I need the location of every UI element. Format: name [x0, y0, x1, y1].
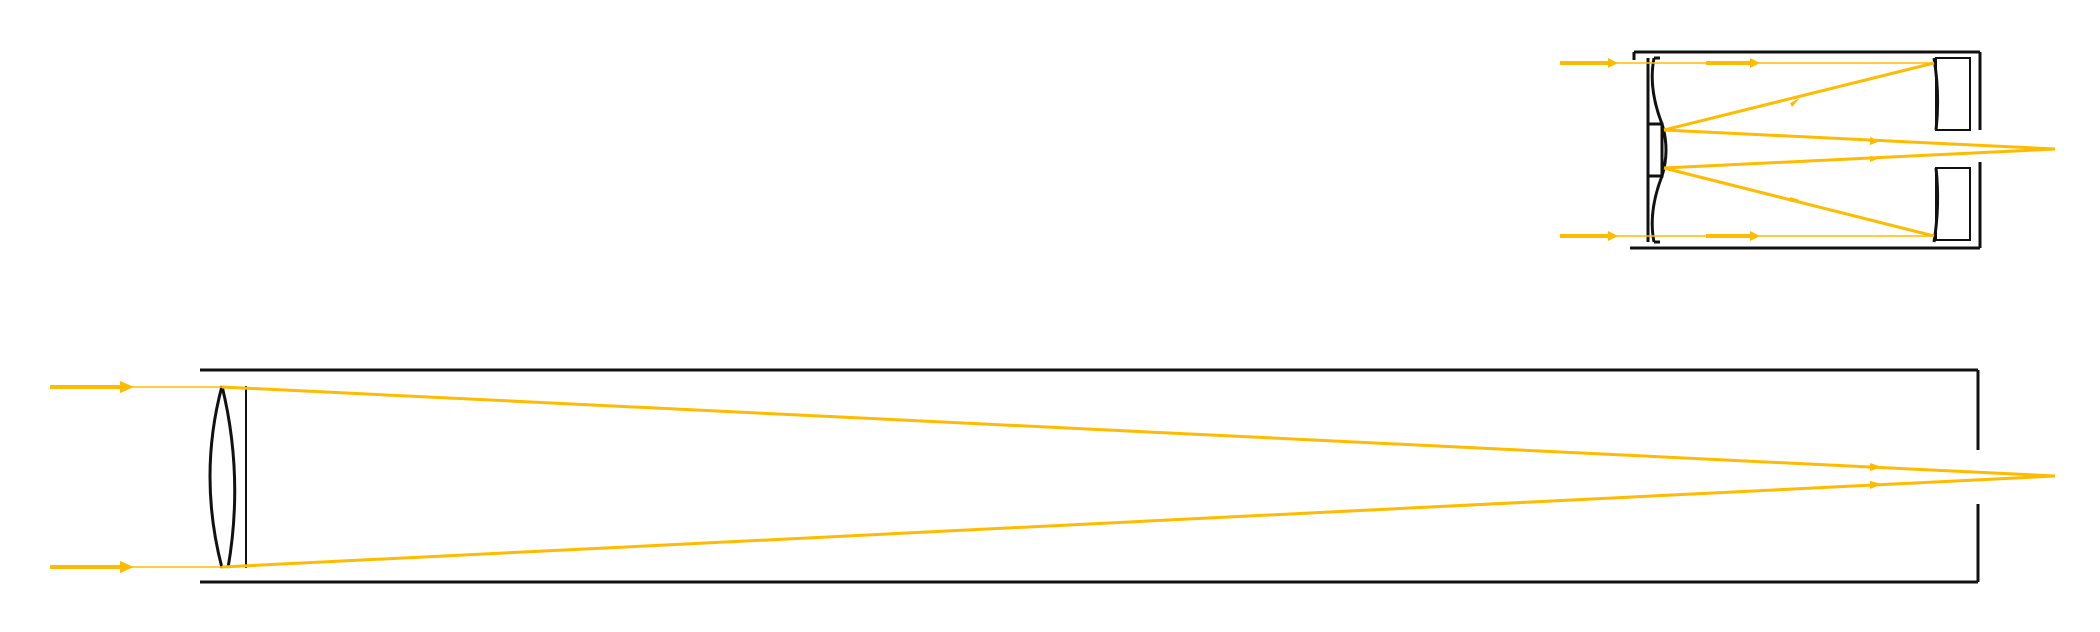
- ray-direction-arrows-top: [1608, 58, 1880, 241]
- catadioptric-telescope: [1560, 50, 2056, 250]
- primary-mirror-cell: [1935, 57, 1971, 241]
- light-rays-top: [1560, 61, 2056, 238]
- refracting-telescope: [50, 368, 2056, 584]
- refractor-tube-outline: [200, 368, 1980, 584]
- secondary-mirror: [1646, 122, 1668, 178]
- objective-lens: [208, 385, 247, 569]
- tube-outline: [1630, 50, 1982, 250]
- ray-direction-arrows-bottom: [120, 381, 1882, 573]
- light-rays-bottom: [50, 385, 2056, 569]
